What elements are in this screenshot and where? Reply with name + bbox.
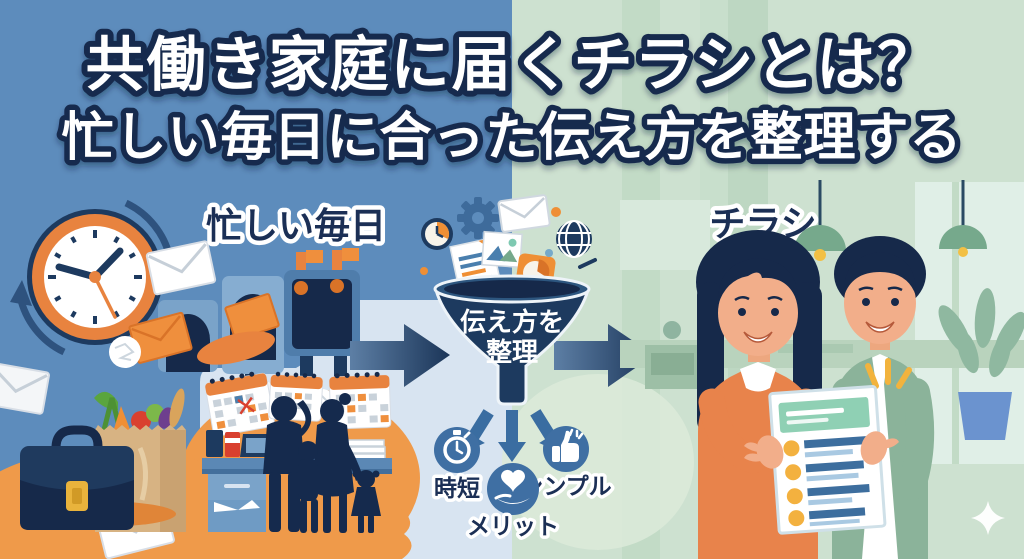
clock-icon bbox=[421, 218, 453, 250]
flyer-row bbox=[788, 507, 866, 527]
heart-in-hand-icon bbox=[487, 463, 539, 515]
input-label: 忙しい毎日 bbox=[206, 205, 386, 246]
hands bbox=[744, 431, 899, 469]
funnel-label-line-2: 整理 bbox=[486, 337, 538, 367]
flyer-header bbox=[778, 397, 870, 433]
funnel-input-icons bbox=[420, 194, 597, 301]
flyer-row bbox=[786, 483, 870, 506]
arrow-right-icon bbox=[554, 324, 654, 387]
left-scene-busy-life bbox=[0, 199, 420, 559]
flyer-row bbox=[783, 436, 867, 458]
globe-icon bbox=[556, 220, 592, 258]
green-circle-decoration bbox=[502, 374, 694, 550]
photo-icon bbox=[481, 230, 523, 269]
dash-decoration bbox=[578, 258, 597, 269]
flyer-illustration bbox=[768, 385, 887, 535]
pendant-lamp-icon bbox=[794, 180, 846, 261]
benefit-merit: メリット bbox=[464, 463, 563, 543]
right-scene-couple bbox=[620, 180, 1024, 559]
dot-decoration bbox=[545, 249, 553, 257]
dot-decoration bbox=[420, 267, 428, 275]
benefit-label: メリット bbox=[467, 513, 559, 539]
briefcase-icon bbox=[20, 425, 176, 530]
pendant-lamp-icon bbox=[939, 180, 987, 257]
title-line-2: 忙しい毎日に合った伝え方を整理する bbox=[61, 109, 962, 167]
envelope-icon bbox=[497, 194, 551, 233]
benefit-jitan: 時短 bbox=[431, 427, 484, 505]
title-line-1: 共働き家庭に届くチラシとは？ bbox=[86, 32, 939, 98]
arrow-right-icon bbox=[350, 324, 450, 387]
flyer-row bbox=[785, 460, 865, 482]
envelope-icon bbox=[145, 240, 217, 296]
thumbs-up-icon bbox=[543, 426, 589, 472]
sparkle-burst-icon bbox=[865, 358, 912, 389]
envelope-icon bbox=[0, 361, 50, 415]
funnel-label-line-1: 伝え方を bbox=[460, 307, 564, 337]
wall-clock-icon bbox=[10, 199, 184, 356]
title: 共働き家庭に届くチラシとは？ 忙しい毎日に合った伝え方を整理する bbox=[56, 26, 967, 173]
dot-decoration bbox=[551, 207, 561, 217]
arrow-down-icon bbox=[498, 410, 526, 462]
flow: 忙しい毎日 届くチラシ bbox=[201, 194, 821, 543]
benefit-label: 時短 bbox=[434, 475, 480, 501]
funnel-icon: 伝え方を 整理 bbox=[433, 274, 591, 406]
family-silhouette bbox=[263, 393, 381, 533]
sparkle-icon bbox=[971, 501, 1005, 535]
plant-icon bbox=[938, 288, 1024, 440]
stopwatch-icon bbox=[434, 427, 480, 473]
mailbox-icon bbox=[197, 276, 284, 400]
calendar-icon bbox=[204, 371, 275, 437]
